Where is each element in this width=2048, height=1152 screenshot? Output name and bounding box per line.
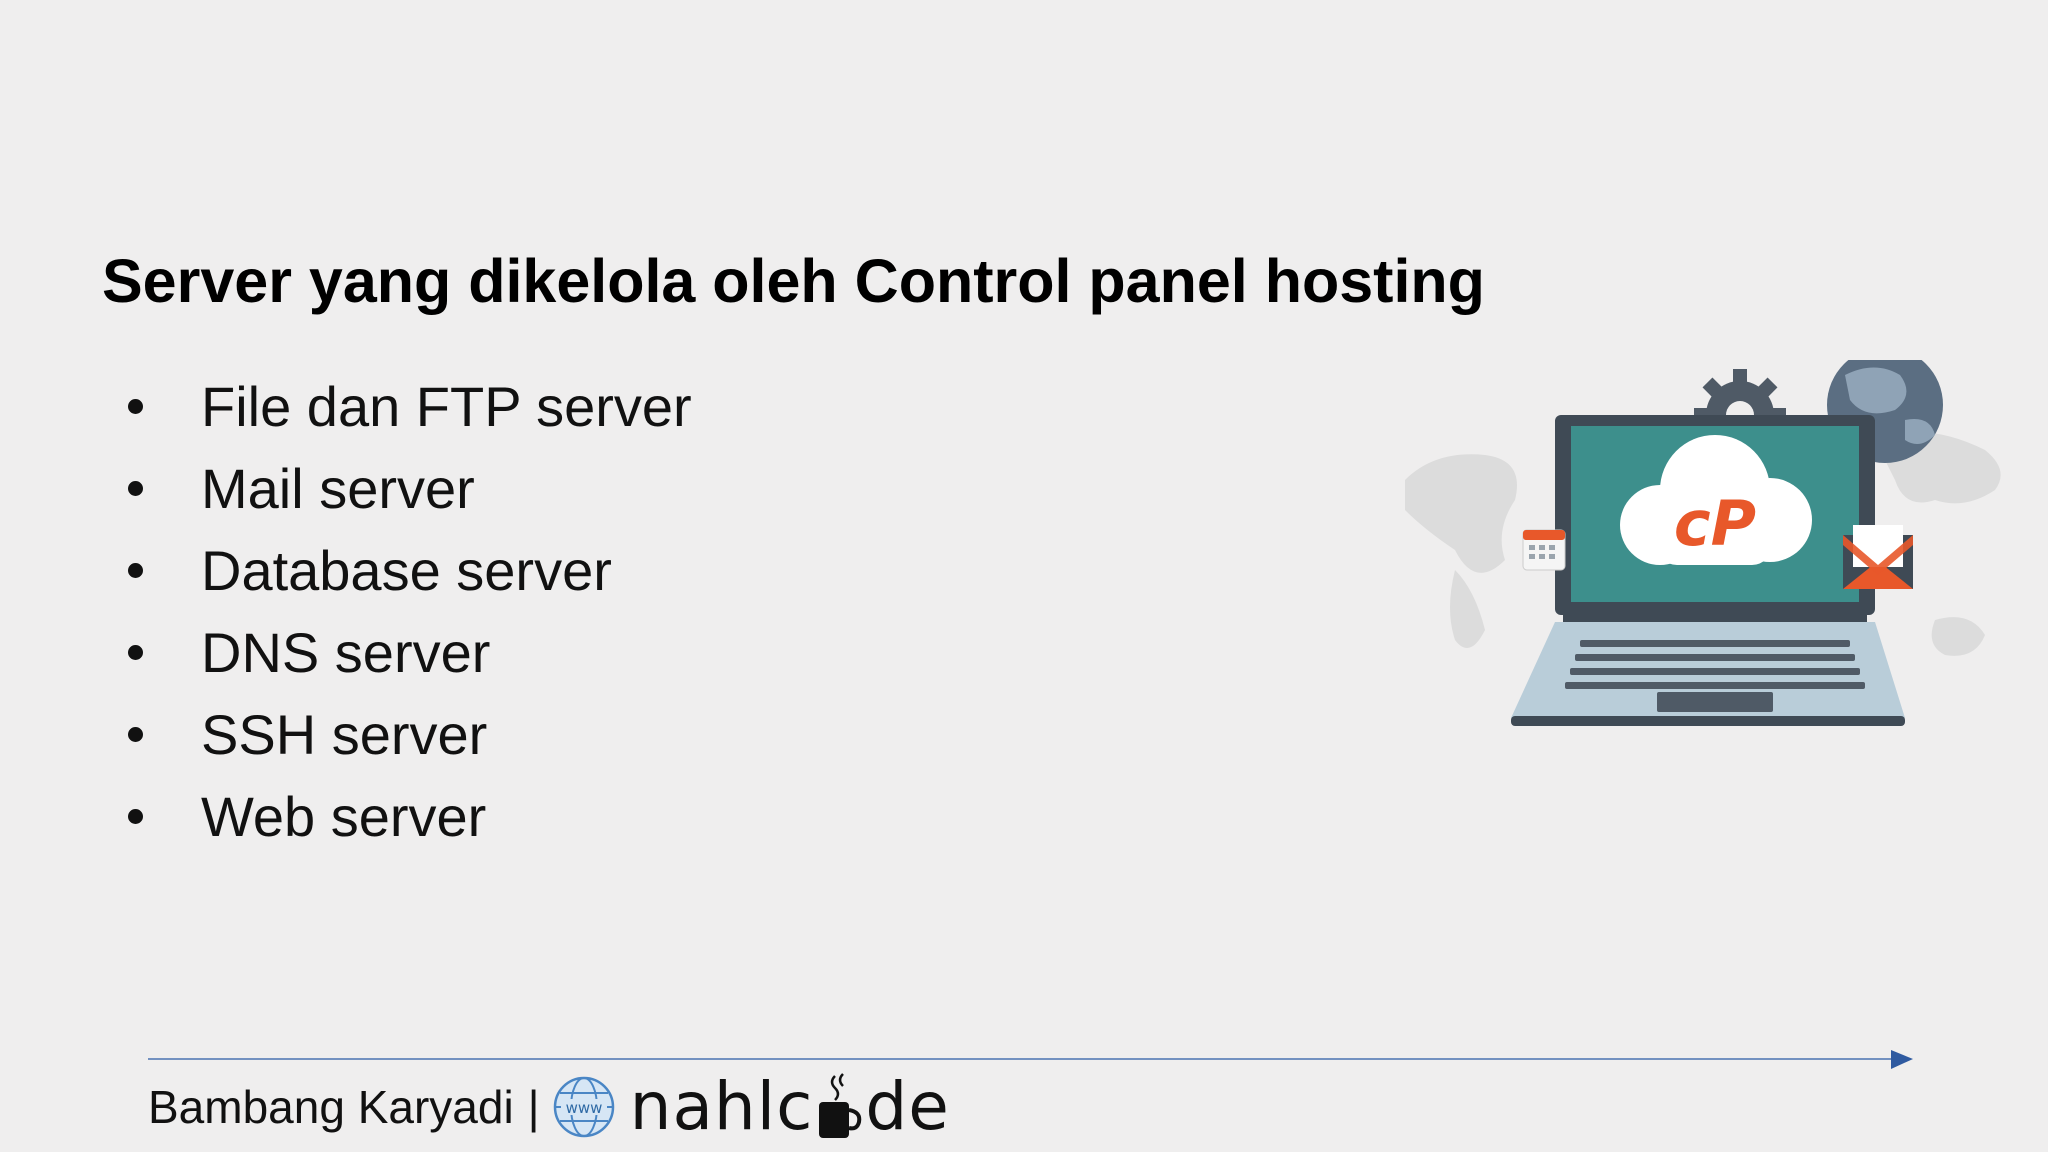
footer-separator: | bbox=[527, 1080, 540, 1133]
bullet-item: Web server bbox=[118, 775, 692, 857]
bullet-item: File dan FTP server bbox=[118, 365, 692, 447]
footer: Bambang Karyadi | www nahlc de bbox=[148, 1068, 950, 1145]
bullet-dot-icon bbox=[128, 726, 143, 742]
calendar-icon bbox=[1522, 529, 1566, 571]
bullet-text: SSH server bbox=[201, 702, 488, 766]
bullet-text: DNS server bbox=[201, 620, 491, 684]
footer-divider-arrow bbox=[148, 1050, 1913, 1069]
author-name: Bambang Karyadi bbox=[148, 1080, 514, 1133]
bullet-text: Database server bbox=[201, 538, 612, 602]
bullet-item: Database server bbox=[118, 529, 692, 611]
bullet-item: Mail server bbox=[118, 447, 692, 529]
cpanel-logo: cP bbox=[1674, 487, 1756, 560]
coffee-cup-icon bbox=[819, 1072, 862, 1138]
mail-icon bbox=[1843, 525, 1913, 589]
www-globe-icon: www bbox=[553, 1076, 614, 1137]
bullet-item: DNS server bbox=[118, 611, 692, 693]
brand-logo: nahlc de bbox=[630, 1068, 950, 1145]
bullet-dot-icon bbox=[128, 562, 143, 578]
bullet-item: SSH server bbox=[118, 693, 692, 775]
bullet-dot-icon bbox=[128, 644, 143, 660]
slide-title: Server yang dikelola oleh Control panel … bbox=[102, 247, 1485, 315]
globe-text: www bbox=[565, 1099, 602, 1117]
brand-prefix: nahlc bbox=[629, 1068, 814, 1145]
cloud-icon bbox=[1620, 435, 1812, 565]
bullet-text: Mail server bbox=[201, 456, 475, 520]
bullet-text: Web server bbox=[201, 784, 487, 848]
bullet-text: File dan FTP server bbox=[201, 374, 692, 438]
laptop-icon bbox=[1511, 610, 1905, 726]
cpanel-laptop-illustration: cP bbox=[1405, 360, 2001, 726]
brand-suffix: de bbox=[865, 1068, 950, 1145]
bullet-dot-icon bbox=[128, 808, 143, 824]
bullet-dot-icon bbox=[128, 398, 143, 414]
bullet-list: File dan FTP server Mail server Database… bbox=[118, 365, 692, 857]
bullet-dot-icon bbox=[128, 480, 143, 496]
